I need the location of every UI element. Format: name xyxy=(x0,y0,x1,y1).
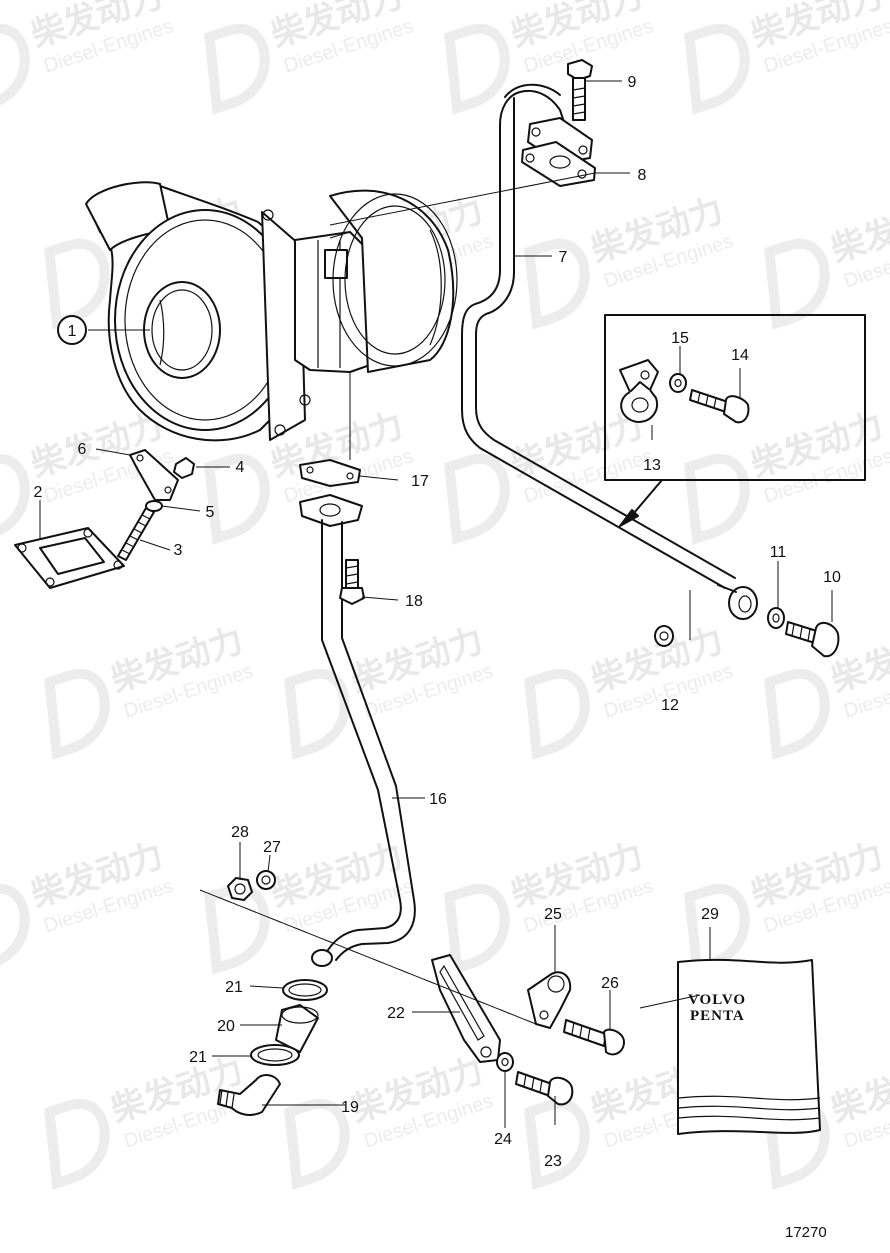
callout-21a: 21 xyxy=(225,979,243,996)
callout-24: 24 xyxy=(494,1131,512,1148)
hose-clamp-21a xyxy=(282,979,328,1001)
kit-brand-line1: VOLVO xyxy=(688,992,746,1008)
detail-inset xyxy=(604,314,866,527)
callout-20: 20 xyxy=(217,1018,235,1035)
bolt-23 xyxy=(515,1071,574,1106)
callout-1: 1 xyxy=(68,323,77,340)
callout-21b: 21 xyxy=(189,1049,207,1066)
callout-16: 16 xyxy=(429,791,447,808)
lock-plate xyxy=(129,449,179,501)
callout-28: 28 xyxy=(231,824,249,841)
turbocharger xyxy=(85,181,458,442)
lock-washer xyxy=(145,500,163,512)
callout-8: 8 xyxy=(638,167,647,184)
leader-lines xyxy=(39,80,833,1128)
callout-12: 12 xyxy=(661,697,679,714)
banjo-bolt-10 xyxy=(785,621,840,658)
callout-3: 3 xyxy=(174,542,183,559)
callout-5: 5 xyxy=(206,504,215,521)
callout-7: 7 xyxy=(559,249,568,266)
nut-28 xyxy=(227,877,253,901)
callout-18: 18 xyxy=(405,593,423,610)
hose-20 xyxy=(275,1004,319,1053)
callout-19: 19 xyxy=(341,1099,359,1116)
callout-labels: 1 2 3 4 5 6 7 8 9 10 11 12 13 14 15 16 1… xyxy=(34,74,841,1170)
callout-27: 27 xyxy=(263,839,281,856)
bolt-26 xyxy=(563,1019,625,1056)
pipe-flange-8 xyxy=(521,117,596,187)
callout-11: 11 xyxy=(770,544,787,561)
callout-10: 10 xyxy=(823,569,841,586)
callout-6: 6 xyxy=(78,441,87,458)
callout-22: 22 xyxy=(387,1005,405,1022)
stud xyxy=(117,507,155,561)
callout-15: 15 xyxy=(671,330,689,347)
bolt-18 xyxy=(339,559,365,605)
callout-14: 14 xyxy=(731,347,749,364)
sealing-washer-12 xyxy=(654,625,674,647)
hose-clamp-21b xyxy=(250,1044,300,1066)
callout-25: 25 xyxy=(544,906,562,923)
callout-2: 2 xyxy=(34,484,43,501)
callout-13: 13 xyxy=(643,457,661,474)
bolt-9 xyxy=(567,59,593,121)
sealing-washer-11 xyxy=(767,607,785,629)
washer-27 xyxy=(256,870,276,890)
nut xyxy=(173,457,195,479)
callout-26: 26 xyxy=(601,975,619,992)
callout-23: 23 xyxy=(544,1153,562,1170)
kit-brand-line2: PENTA xyxy=(690,1008,745,1024)
washer-24 xyxy=(496,1052,514,1072)
oil-return-pipe xyxy=(299,459,416,967)
callout-29: 29 xyxy=(701,906,719,923)
clip-25 xyxy=(527,971,572,1029)
callout-9: 9 xyxy=(628,74,637,91)
flange-gasket xyxy=(14,527,125,589)
callout-17: 17 xyxy=(411,473,429,490)
bracket-22 xyxy=(431,954,501,1063)
oil-feed-pipe xyxy=(461,83,758,620)
callout-4: 4 xyxy=(236,459,245,476)
callout-circle-1 xyxy=(57,315,87,345)
gasket-kit-29: VOLVO PENTA xyxy=(677,958,821,1135)
drawing-number: 17270 xyxy=(785,1224,827,1241)
